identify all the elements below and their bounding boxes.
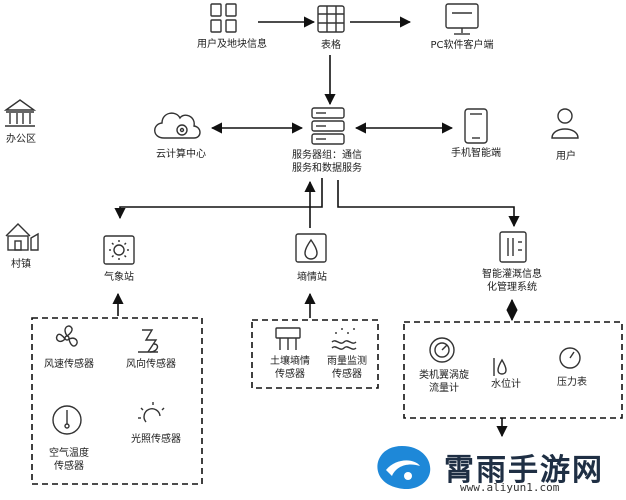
label-cloud-center: 云计算中心 <box>156 149 206 160</box>
user-icon <box>551 108 579 139</box>
label-rain-line2: 传感器 <box>332 369 362 380</box>
connectors <box>112 16 520 438</box>
documents-icon <box>210 3 237 33</box>
label-irrigation-line1: 智能灌溉信息 <box>482 269 542 280</box>
label-user: 用户 <box>556 151 576 162</box>
server-icon <box>311 107 345 145</box>
label-wind-direction-sensor: 风向传感器 <box>126 359 176 370</box>
label-server-group-line2: 服务和数据服务 <box>292 163 362 174</box>
label-office: 办公区 <box>6 134 36 145</box>
cloud-gear-icon <box>154 112 201 139</box>
watermark-logo-icon <box>377 446 431 490</box>
sun-icon <box>138 402 165 423</box>
rain-gauge-icon <box>331 328 357 350</box>
label-air-temp-line1: 空气温度 <box>49 448 89 459</box>
label-rain-line1: 雨量监测 <box>327 356 367 367</box>
watermark-brand: 霄雨手游网 <box>444 453 604 488</box>
label-soil-moisture-line2: 传感器 <box>275 369 305 380</box>
label-irrigation-line2: 化管理系统 <box>487 282 537 293</box>
table-icon <box>317 5 345 33</box>
watermark-url: www.aliyun1.com <box>460 481 560 494</box>
label-vortex-line1: 类机翼涡旋 <box>419 370 469 381</box>
label-user-plot-info: 用户及地块信息 <box>197 39 267 50</box>
pressure-gauge-icon <box>559 347 581 369</box>
label-village: 村镇 <box>11 259 31 270</box>
label-mobile: 手机智能端 <box>451 148 501 159</box>
village-house-icon <box>5 223 39 251</box>
label-soil-moisture-line1: 土壤墒情 <box>270 356 310 367</box>
irrigation-meter-group <box>403 321 623 419</box>
label-server-group-line1: 服务器组：通信 <box>292 150 362 161</box>
label-light-sensor: 光照传感器 <box>131 434 181 445</box>
irrigation-controller-icon <box>499 231 527 263</box>
label-pc-client: PC软件客户端 <box>430 40 494 51</box>
arrow-server-to-irrigation <box>337 180 520 228</box>
label-table: 表格 <box>321 40 341 51</box>
label-air-temp-line2: 传感器 <box>54 461 84 472</box>
wind-vane-icon <box>138 329 159 353</box>
soil-probe-icon <box>275 327 301 350</box>
label-wind-speed-sensor: 风速传感器 <box>44 359 94 370</box>
arrow-server-to-weather <box>114 178 323 220</box>
fan-icon <box>55 325 78 347</box>
water-level-icon <box>493 358 507 376</box>
flow-meter-icon <box>429 337 455 363</box>
label-water-level: 水位计 <box>491 379 521 390</box>
label-pressure: 压力表 <box>557 377 587 388</box>
label-weather-station: 气象站 <box>104 272 134 283</box>
weather-station-icon <box>103 235 135 265</box>
monitor-icon <box>445 3 479 35</box>
office-building-icon <box>3 99 37 127</box>
weather-sensor-group <box>31 317 203 485</box>
label-soil-station: 墒情站 <box>297 272 327 283</box>
soil-station-icon <box>295 233 327 263</box>
tablet-phone-icon <box>464 108 488 144</box>
soil-sensor-group <box>251 319 379 389</box>
thermometer-gauge-icon <box>52 405 82 435</box>
label-vortex-line2: 流量计 <box>429 383 459 394</box>
watermark: 霄雨手游网 www.aliyun1.com <box>384 443 620 497</box>
